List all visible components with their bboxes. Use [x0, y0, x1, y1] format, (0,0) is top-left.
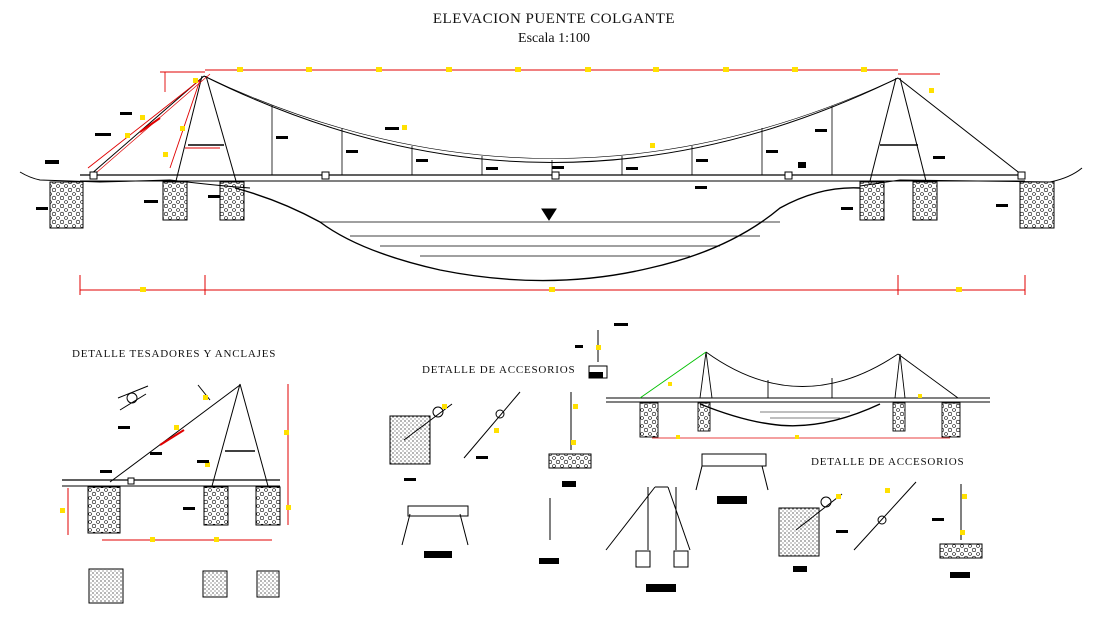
water-lines [320, 221, 780, 257]
water-level-marker [541, 208, 557, 221]
detail-accessories-right-tags [836, 488, 967, 535]
drawing-title: ELEVACION PUENTE COLGANTE [432, 11, 676, 27]
drawing-scale: Escala 1:100 [518, 31, 590, 46]
foundation-tower-right-b [912, 181, 938, 221]
detail-accessories-left-tags [442, 345, 601, 445]
left-tower [175, 75, 237, 182]
foundation-tower-right-a [859, 181, 885, 221]
detail-title-accessories-left: DETALLE DE ACCESORIOS [422, 364, 576, 376]
detail-accessories-right-labels [793, 518, 970, 578]
detail-accessories-right [778, 481, 983, 559]
mini-elevation-tags [668, 382, 922, 439]
main-elevation [19, 69, 1083, 295]
river-bed [234, 187, 861, 282]
yellow-tags [125, 67, 962, 292]
mini-elevation [606, 351, 990, 439]
foundation-anchor-left [49, 181, 84, 229]
detail-title-tensioners: DETALLE TESADORES Y ANCLAJES [72, 348, 277, 360]
foundation-anchor-right [1019, 181, 1055, 229]
detail-accessories-left-labels [404, 323, 747, 592]
foundation-tower-left-b [219, 181, 245, 221]
detail-title-accessories-right: DETALLE DE ACCESORIOS [811, 456, 965, 468]
backstay-right [897, 77, 1023, 176]
detail-tensioners [62, 383, 289, 604]
red-annotations [87, 71, 940, 169]
main-cable [203, 75, 899, 163]
detail-accessories-left [389, 330, 769, 568]
detail-tensioners-tags [60, 395, 291, 542]
hangers [271, 105, 833, 175]
label-blocks [36, 112, 1008, 210]
foundation-tower-left-a [162, 181, 188, 221]
detail-tensioners-labels [100, 426, 209, 510]
backstay-left [89, 75, 205, 176]
right-tower [869, 77, 927, 182]
